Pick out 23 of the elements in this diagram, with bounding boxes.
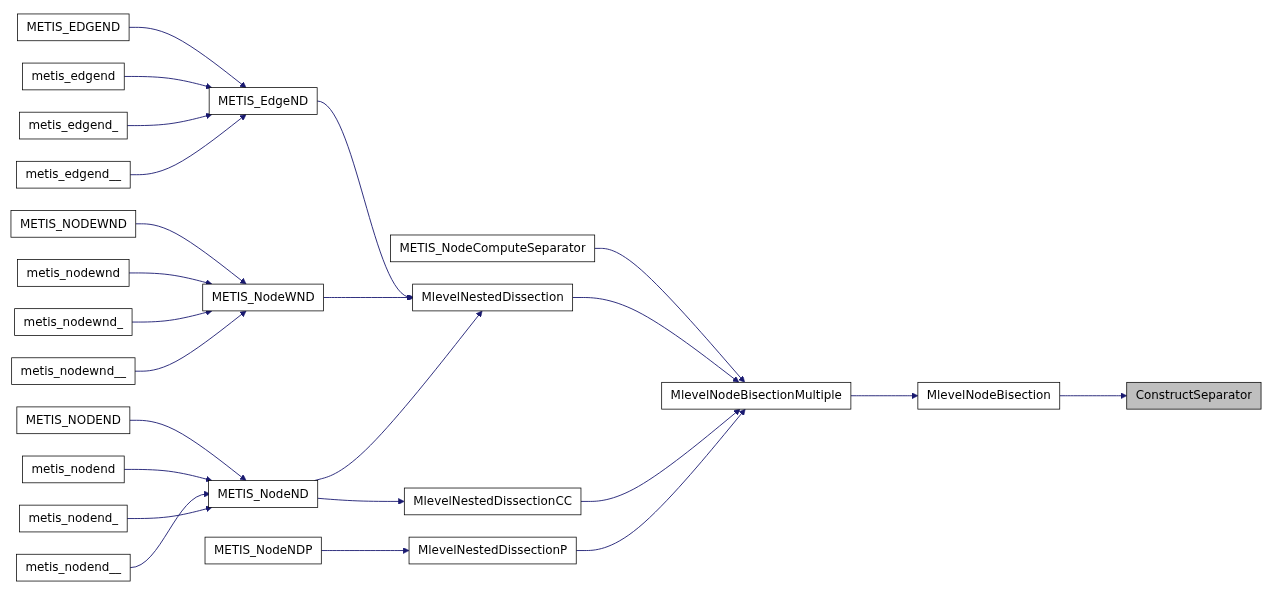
- node-box: metis_edgend: [22, 62, 125, 91]
- node-box: MlevelNestedDissection: [412, 283, 573, 312]
- node-box: METIS_NodeNDP: [204, 536, 322, 565]
- node-box: METIS_NodeWND: [202, 283, 324, 312]
- node-box: METIS_EdgeND: [208, 87, 318, 115]
- node-box: MlevelNodeBisectionMultiple: [661, 381, 852, 410]
- node-box: METIS_NODEWND: [10, 210, 137, 238]
- node-box: metis_nodewnd__: [11, 357, 136, 385]
- node-box: METIS_NodeND: [208, 480, 319, 508]
- node-box: ConstructSeparator: [1126, 381, 1262, 410]
- node-box: MlevelNestedDissectionP: [408, 536, 577, 565]
- node-box: metis_edgend__: [16, 160, 131, 189]
- node-box: metis_nodewnd: [17, 259, 130, 287]
- node-box: MlevelNodeBisection: [917, 381, 1061, 410]
- node-box: METIS_NODEND: [16, 406, 131, 435]
- node-box: metis_nodewnd_: [14, 308, 133, 336]
- node-box: metis_nodend: [22, 455, 125, 484]
- node-box: METIS_NodeComputeSeparator: [390, 234, 596, 263]
- node-box: metis_edgend_: [19, 111, 128, 140]
- node-box: metis_nodend_: [19, 504, 128, 533]
- node-box: MlevelNestedDissectionCC: [403, 487, 582, 516]
- node-box: metis_nodend__: [16, 553, 131, 582]
- node-box: METIS_EDGEND: [17, 13, 130, 42]
